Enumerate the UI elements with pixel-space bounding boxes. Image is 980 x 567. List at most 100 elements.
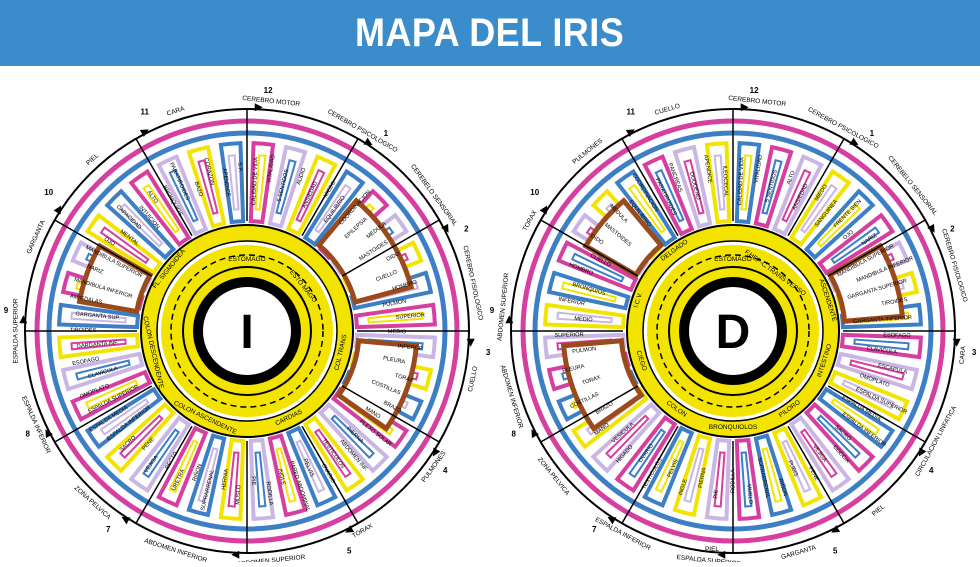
left-zone-label: INGLE <box>276 468 286 486</box>
right-zone-label: ILEOCECAL <box>721 165 729 197</box>
right-hour-arrow <box>531 429 539 439</box>
right-sector <box>803 188 876 261</box>
left-zone-label: GARGANTA INF. <box>76 340 119 350</box>
right-sector-inner <box>683 159 705 215</box>
right-hour-arrow <box>952 338 961 347</box>
right-hour-divider <box>827 219 926 277</box>
right-zone-label: INFERIOR <box>558 297 585 308</box>
left-sector-inner <box>168 168 199 223</box>
left-sector-inner <box>75 359 131 381</box>
right-sector-inner <box>561 281 617 303</box>
right-outer-label: CUELLO <box>654 103 681 117</box>
left-hour-arrow <box>231 550 240 559</box>
left-sector-inner <box>275 159 297 215</box>
right-sector-inner <box>816 414 862 460</box>
right-hour-divider <box>540 385 639 443</box>
right-sector-inner <box>816 202 862 248</box>
left-sector-inner <box>275 447 297 503</box>
right-sector-inner <box>556 311 613 324</box>
left-sector <box>104 401 177 474</box>
right-zone-label: PULMON <box>572 346 597 355</box>
right-zone-label: ESOFAGO <box>883 332 911 339</box>
left-hour-divider <box>135 138 193 237</box>
left-sector-inner <box>254 154 267 211</box>
left-zone-label: MEDIO <box>388 329 407 335</box>
right-zone-label: ALTO <box>786 170 797 186</box>
right-outer-label: PIEL <box>871 503 887 518</box>
left-hour-number: 4 <box>443 466 448 475</box>
right-zone-label: GARGANTA INFERIOR <box>853 315 912 325</box>
right-hour-divider <box>827 385 926 443</box>
right-digestive-label: I.C.V. <box>633 292 645 309</box>
left-zone-label: ESOFAGO <box>72 356 101 367</box>
left-hour-divider <box>301 138 359 237</box>
right-hour-arrow <box>740 103 749 112</box>
right-sector-inner <box>740 154 753 211</box>
title-banner: MAPA DEL IRIS <box>0 0 980 66</box>
left-hour-number: 8 <box>25 429 30 438</box>
left-hour-arrow <box>254 103 263 112</box>
right-zone-label: MUSLO <box>745 484 753 505</box>
left-sector <box>302 168 366 248</box>
right-sector-inner <box>761 447 783 503</box>
left-hour-number: 2 <box>464 225 469 234</box>
right-sector <box>816 386 896 450</box>
left-hour-arrow <box>345 525 355 533</box>
left-sector-inner <box>227 451 240 508</box>
left-hour-number: 1 <box>384 129 389 138</box>
left-sector <box>128 414 192 494</box>
right-hour-number: 8 <box>511 429 516 438</box>
left-zone-label: CALIDAD DE VIDA <box>251 157 260 206</box>
page-title: MAPA DEL IRIS <box>355 10 625 55</box>
right-outer-label: ESPALDA SUPERIOR <box>676 554 742 562</box>
left-sector-inner <box>330 414 376 460</box>
left-hour-divider <box>135 425 193 524</box>
right-sector <box>614 168 678 248</box>
left-iris-letter: I <box>240 306 253 359</box>
left-sector-inner <box>70 338 127 351</box>
left-sector-inner <box>99 397 150 436</box>
left-hour-number: 11 <box>140 108 149 117</box>
left-sector-inner <box>99 226 150 265</box>
right-hour-divider <box>621 425 679 524</box>
right-sector <box>816 212 896 276</box>
right-zone-label: RODILLA <box>730 469 736 493</box>
left-zone-label: TIROIDES <box>70 328 97 334</box>
left-hour-arrow <box>53 205 62 215</box>
left-sector <box>302 414 366 494</box>
right-hour-number: 9 <box>490 306 495 315</box>
left-zone-label: OJO <box>103 236 116 248</box>
left-sector-inner <box>70 311 127 324</box>
right-outer-label: ABDOMEN SUPERIOR <box>496 272 510 341</box>
left-sector <box>84 386 164 450</box>
left-hour-divider <box>341 385 440 443</box>
right-hour-divider <box>787 425 845 524</box>
left-hour-number: 12 <box>264 86 273 95</box>
right-outer-label: CEREBRO MOTOR <box>728 95 787 108</box>
right-hour-arrow <box>539 205 548 215</box>
left-zone-label: VITALIDAD <box>267 154 277 183</box>
right-sector <box>614 414 678 494</box>
right-hour-arrow <box>849 137 859 146</box>
left-sector <box>104 188 177 261</box>
right-sector-inner <box>830 397 881 436</box>
right-hour-arrow <box>831 525 841 533</box>
right-zone-label: CLAVICULA <box>866 346 897 356</box>
right-organ-block <box>560 338 645 432</box>
right-sector <box>788 168 852 248</box>
right-hour-number: 5 <box>833 546 838 555</box>
left-outer-label: CUELLO <box>467 366 479 393</box>
right-hour-number: 10 <box>530 188 539 197</box>
right-hour-number: 12 <box>750 86 759 95</box>
left-pupil-letter-bg <box>203 287 291 375</box>
right-sector-inner <box>654 168 685 223</box>
right-sector <box>788 414 852 494</box>
left-hour-arrow <box>139 129 149 137</box>
left-zone-label: INFEROP <box>397 344 423 352</box>
right-digestive-label: BRONQUIOLOS <box>709 424 758 431</box>
right-hour-arrow <box>927 223 935 233</box>
right-zone-label: SUPERIOR <box>554 332 583 339</box>
left-hour-divider <box>54 219 153 277</box>
